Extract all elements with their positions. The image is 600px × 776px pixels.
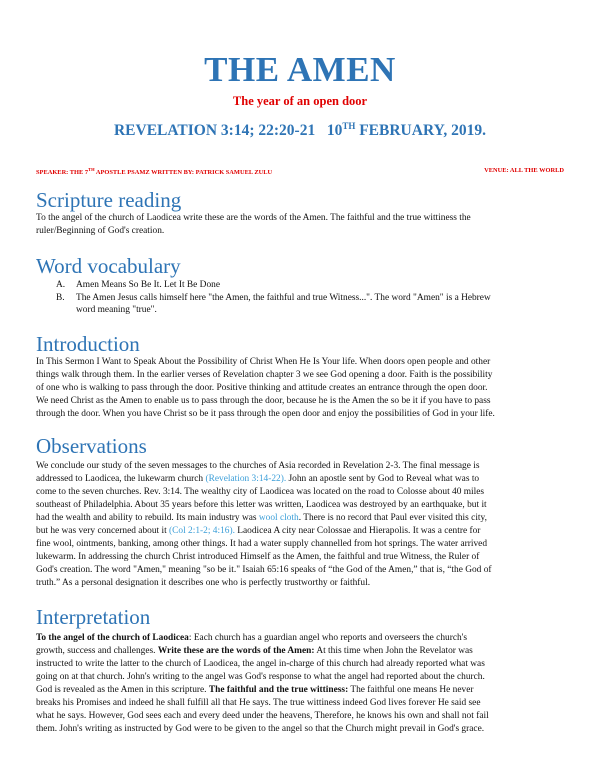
interpretation-line: growth, success and challenges. Write th…: [36, 645, 564, 658]
section-heading-vocabulary: Word vocabulary: [36, 254, 181, 278]
interpretation-line: breaks his Promises and indeed he shall …: [36, 698, 481, 708]
introduction-text: In This Sermon I Want to Speak About the…: [36, 356, 564, 421]
scripture-line: ruler/Beginning of God's creation.: [36, 226, 165, 236]
vocabulary-item-text: Amen Means So Be It. Let It Be Done: [76, 280, 220, 290]
reference-date-day: 10: [326, 122, 343, 140]
speaker-prefix: SPEAKER: THE 7: [36, 169, 89, 177]
interpretation-text: To the angel of the church of Laodicea: …: [36, 632, 564, 736]
speaker-ordinal-suffix: TH: [88, 167, 95, 172]
text-run: . There is no record that Paul ever visi…: [298, 513, 487, 523]
reference-date-rest: FEBRUARY, 2019.: [359, 122, 486, 140]
text-run: growth, success and challenges.: [36, 646, 158, 656]
scripture-text: To the angel of the church of Laodicea w…: [36, 212, 564, 238]
interpretation-line: To the angel of the church of Laodicea: …: [36, 632, 564, 645]
observations-line: but he was very concerned about it (Col …: [36, 525, 564, 538]
text-run: : Each church has a guardian angel who r…: [188, 633, 468, 643]
introduction-line: things walk through them. In the earlier…: [36, 370, 493, 380]
interpretation-line: God is revealed as the Amen in this scri…: [36, 684, 564, 697]
text-run: had the wealth and ability to rebuild. I…: [36, 513, 259, 523]
speaker-details: APOSTLE PSAMZ WRITTEN BY: PATRICK SAMUEL…: [94, 169, 273, 177]
section-heading-interpretation: Interpretation: [36, 605, 151, 629]
section-heading-observations: Observations: [36, 434, 147, 458]
text-run: At this time when John the Revelator was: [314, 646, 473, 656]
section-heading-scripture: Scripture reading: [36, 188, 182, 212]
introduction-line: of one who is walking to pass through th…: [36, 383, 488, 393]
list-marker: A.: [56, 280, 66, 290]
list-marker: B.: [56, 292, 65, 303]
observations-line: fine wool, ointments, banking, among oth…: [36, 539, 488, 549]
vocabulary-item: A. Amen Means So Be It. Let It Be Done: [56, 279, 584, 292]
observations-line: southeast of Philadelphia. About 35 year…: [36, 500, 487, 510]
observations-line: truth.” As a personal designation it des…: [36, 578, 371, 588]
text-run: addressed to Laodicea, the lukewarm chur…: [36, 474, 206, 484]
text-run: God is revealed as the Amen in this scri…: [36, 685, 209, 695]
introduction-line: We need Christ as the Amen to enable us …: [36, 396, 491, 406]
text-run: Laodicea A city near Colossae and Hierap…: [234, 526, 481, 536]
bold-phrase: The faithful and the true wittiness:: [208, 685, 349, 695]
speaker-venue-line: SPEAKER: THE 7TH APOSTLE PSAMZ WRITTEN B…: [36, 167, 564, 176]
interpretation-line: instructed to write the latter to the ch…: [36, 659, 485, 669]
text-run: but he was very concerned about it: [36, 526, 170, 536]
interpretation-line: going on at that church. John's writing …: [36, 672, 485, 682]
observations-line: had the wealth and ability to rebuild. I…: [36, 512, 564, 525]
observations-line: addressed to Laodicea, the lukewarm chur…: [36, 473, 564, 486]
text-run: John an apostle sent by God to Reveal wh…: [286, 474, 480, 484]
vocabulary-list: A. Amen Means So Be It. Let It Be Done B…: [36, 279, 564, 317]
scripture-link[interactable]: (Revelation 3:14-22).: [205, 474, 287, 484]
page-subtitle: The year of an open door: [232, 94, 368, 108]
venue-label: VENUE: ALL THE WORLD: [484, 167, 564, 174]
introduction-line: In This Sermon I Want to Speak About the…: [36, 357, 491, 367]
vocabulary-item-text: word meaning "true".: [76, 305, 157, 315]
text-run: The faithful one means He never: [348, 685, 474, 695]
observations-line: We conclude our study of the seven messa…: [36, 461, 480, 471]
observations-text: We conclude our study of the seven messa…: [36, 460, 564, 590]
interpretation-line: them. John's writing as instructed by Go…: [36, 724, 485, 734]
interpretation-line: what he says. However, God sees each and…: [36, 711, 489, 721]
scripture-line: To the angel of the church of Laodicea w…: [36, 213, 471, 223]
observations-line: God's creation. The word "Amen," meaning…: [36, 565, 492, 575]
observations-line: lukewarm. In addressing the church Chris…: [36, 552, 480, 562]
wool-cloth-link[interactable]: wool cloth: [258, 513, 299, 523]
bold-phrase: Write these are the words of the Amen:: [157, 646, 315, 656]
reference-date-suffix: TH: [342, 121, 356, 131]
page-title: THE AMEN: [204, 50, 396, 89]
scripture-link[interactable]: (Col 2:1-2; 4:16).: [169, 526, 235, 536]
reference-verses: REVELATION 3:14; 22:20-21: [113, 122, 316, 140]
section-heading-introduction: Introduction: [36, 332, 140, 356]
observations-line: come to the seven churches. Rev. 3:14. T…: [36, 487, 485, 497]
vocabulary-item: B. The Amen Jesus calls himself here "th…: [56, 292, 584, 317]
bold-phrase: To the angel of the church of Laodicea: [36, 633, 189, 643]
introduction-line: through the door. When you have Christ s…: [36, 409, 495, 419]
vocabulary-item-text: The Amen Jesus calls himself here "the A…: [76, 292, 491, 303]
scripture-reference-line: REVELATION 3:14; 22:20-21 10TH FEBRUARY,…: [0, 121, 600, 140]
